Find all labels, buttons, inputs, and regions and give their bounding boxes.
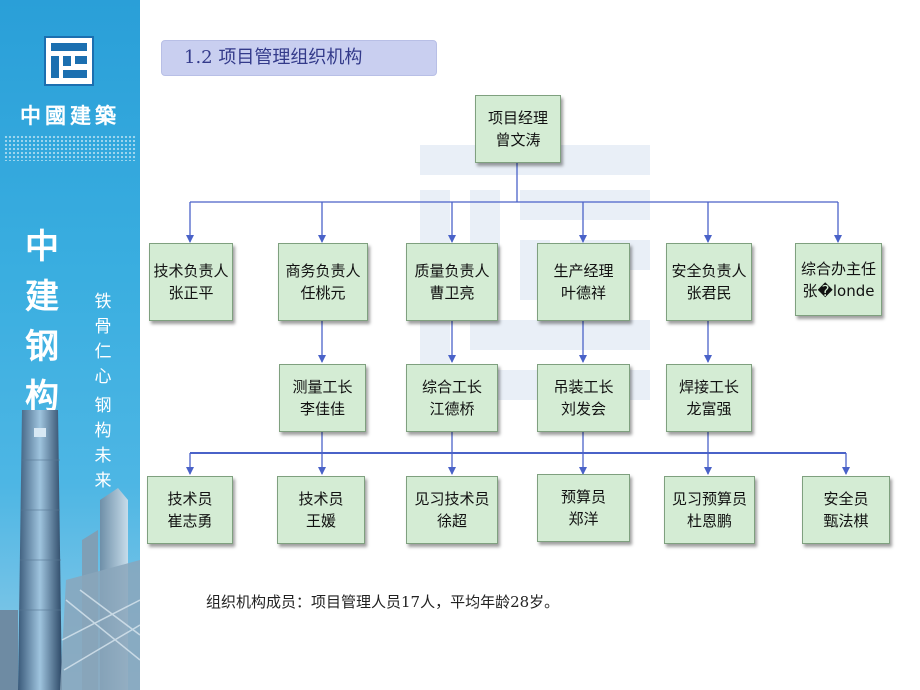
org-node-technician-2: 技术员 王媛	[277, 476, 365, 544]
org-node-hoisting-foreman: 吊装工长 刘发会	[537, 364, 630, 432]
slogan-char: 铁	[94, 292, 112, 312]
org-node-trainee-estimator: 见习预算员 杜恩鹏	[664, 476, 755, 544]
node-role: 生产经理	[553, 262, 614, 280]
org-node-project-manager: 项目经理 曾文涛	[475, 95, 561, 163]
skyline-illustration	[0, 410, 140, 690]
company-name: 中國建築	[20, 103, 120, 128]
slogan-char: 仁	[94, 342, 112, 362]
node-name: 郑洋	[568, 510, 599, 528]
node-name: 叶德祥	[560, 284, 606, 302]
slogan-char: 骨	[94, 317, 112, 337]
node-role: 安全负责人	[671, 262, 747, 280]
slogan-char: 钢	[25, 327, 59, 367]
slogan-main: 中 建 钢 构	[22, 222, 62, 422]
org-node-production-manager: 生产经理 叶德祥	[537, 243, 630, 321]
slogan-char: 心	[94, 367, 112, 387]
slogan-char: 来	[94, 471, 112, 491]
node-name: 李佳佳	[299, 400, 345, 418]
dot-pattern-decoration	[4, 135, 136, 161]
section-title: 1.2 项目管理组织机构	[161, 40, 437, 76]
node-role: 综合办主任	[800, 259, 876, 278]
node-role: 技术负责人	[153, 262, 229, 280]
node-role: 测量工长	[292, 378, 353, 396]
org-node-commercial-lead: 商务负责人 任桃元	[278, 243, 368, 321]
slogan-line-2: 钢 构 未 来	[92, 394, 114, 494]
node-role: 焊接工长	[678, 378, 739, 396]
org-node-safety-officer: 安全员 甄法棋	[802, 476, 890, 544]
node-name: 任桃元	[300, 284, 346, 302]
node-role: 技术员	[298, 490, 344, 508]
node-name: 崔志勇	[167, 512, 213, 530]
node-name: 张君民	[686, 284, 732, 302]
node-name: 甄法棋	[823, 512, 869, 530]
slogan-char: 钢	[94, 396, 112, 416]
org-node-quality-lead: 质量负责人 曹卫亮	[406, 243, 498, 321]
company-logo	[44, 36, 94, 86]
org-node-technical-lead: 技术负责人 张正平	[149, 243, 233, 321]
org-node-trainee-technician: 见习技术员 徐超	[406, 476, 498, 544]
node-name: 江德桥	[429, 400, 475, 418]
node-name: 龙富强	[686, 400, 732, 418]
node-name: 曾文涛	[495, 131, 541, 149]
node-name: 杜恩鹏	[686, 512, 732, 530]
node-name: 徐超	[436, 512, 467, 530]
node-name: 刘发会	[560, 400, 606, 418]
org-node-estimator: 预算员 郑洋	[537, 474, 630, 542]
slogan-char: 中	[25, 227, 59, 267]
org-node-office-director: 综合办主任 张�londe	[795, 243, 882, 316]
slogan-char: 未	[94, 446, 112, 466]
node-name: 张�londe	[802, 281, 875, 300]
node-name: 张正平	[168, 284, 214, 302]
node-role: 质量负责人	[414, 262, 490, 280]
members-summary: 组织机构成员：项目管理人员17人，平均年龄28岁。	[206, 593, 560, 611]
node-role: 综合工长	[421, 378, 482, 396]
node-role: 见习预算员	[671, 490, 747, 508]
org-node-technician-1: 技术员 崔志勇	[147, 476, 233, 544]
node-role: 安全员	[823, 490, 869, 508]
org-node-general-foreman: 综合工长 江德桥	[406, 364, 498, 432]
org-node-safety-lead: 安全负责人 张君民	[666, 243, 752, 321]
slogan-char: 建	[25, 277, 59, 317]
sidebar-banner: 中國建築 中 建 钢 构 铁 骨 仁 心 钢 构 未 来	[0, 0, 140, 690]
slogan-line-1: 铁 骨 仁 心	[92, 290, 114, 390]
node-role: 预算员	[560, 488, 606, 506]
node-role: 吊装工长	[553, 378, 614, 396]
node-role: 见习技术员	[414, 490, 490, 508]
org-node-welding-foreman: 焊接工长 龙富强	[666, 364, 752, 432]
node-name: 曹卫亮	[429, 284, 475, 302]
node-role: 项目经理	[487, 109, 548, 127]
node-role: 技术员	[167, 490, 213, 508]
node-name: 王媛	[305, 512, 336, 530]
slogan-char: 构	[94, 421, 112, 441]
org-node-survey-foreman: 测量工长 李佳佳	[279, 364, 366, 432]
node-role: 商务负责人	[285, 262, 361, 280]
